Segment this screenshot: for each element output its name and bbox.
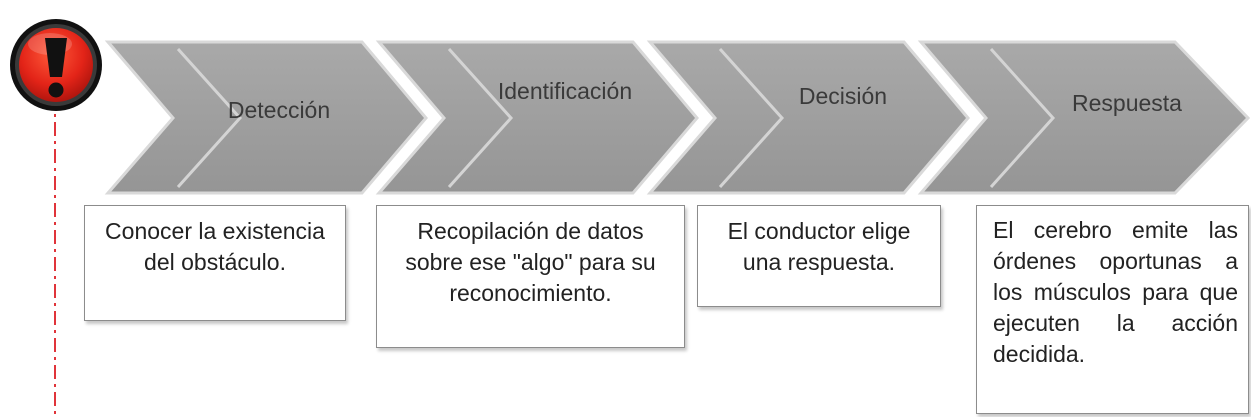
description-text: El cerebro emite las órdenes oportunas a… (993, 217, 1238, 367)
step-label-deteccion: Detección (227, 97, 331, 123)
chevron-respuesta (917, 40, 1251, 195)
chevron-decision (646, 40, 970, 195)
step-description-identificacion: Recopilación de datos sobre ese "algo" p… (376, 205, 685, 348)
step-label-respuesta: Respuesta (1072, 90, 1182, 116)
step-description-deteccion: Conocer la existencia del obstáculo. (84, 205, 346, 321)
description-text: Recopilación de datos sobre ese "algo" p… (405, 218, 656, 306)
chevron-identificacion (375, 40, 699, 195)
step-label-identificacion: Identificación (497, 78, 633, 104)
step-description-respuesta: El cerebro emite las órdenes oportunas a… (976, 205, 1249, 414)
alert-exclamation-icon (10, 19, 102, 111)
step-description-decision: El conductor elige una respuesta. (697, 205, 941, 307)
description-text: El conductor elige una respuesta. (727, 218, 911, 275)
chevron-deteccion (104, 40, 428, 195)
description-text: Conocer la existencia del obstáculo. (105, 218, 325, 275)
step-label-decision: Decisión (798, 83, 888, 109)
